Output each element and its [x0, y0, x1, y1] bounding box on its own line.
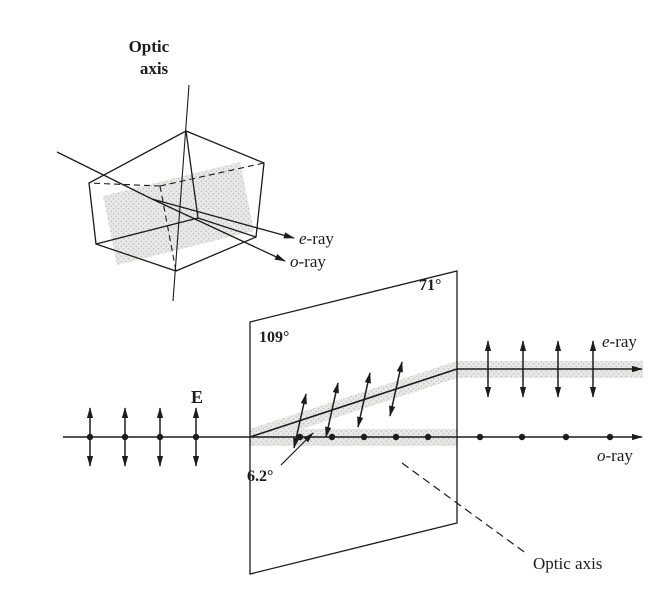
polarization-dot: [518, 433, 526, 441]
polarization-dot: [296, 433, 304, 441]
polarization-arrow: [325, 382, 339, 438]
angle-71-label: 71°: [419, 277, 441, 294]
slab-figure-labels: 109° 71° E 6.2° e-ray o-ray Optic axis: [191, 277, 637, 573]
o-ray-label: o-ray: [597, 446, 633, 465]
optic-axis-line: [172, 84, 190, 302]
optic-axis-label: Optic axis: [533, 554, 602, 573]
optic-axis-label: Optic axis: [129, 37, 174, 78]
crystal-figure-labels: Optic axis e-ray o-ray: [129, 37, 335, 271]
polarization-dot: [424, 433, 432, 441]
polarization-dot: [360, 433, 368, 441]
crystal-hidden-edges: [88, 162, 265, 272]
angle-109-label: 109°: [259, 329, 289, 346]
e-ray-label: e-ray: [602, 332, 637, 351]
polarization-dot: [476, 433, 484, 441]
polarization-arrow: [293, 393, 307, 449]
crystal-front-edges: [95, 130, 257, 245]
slab-figure: [63, 270, 643, 575]
principal-section-shading: [103, 162, 254, 265]
polarization-dot: [86, 433, 94, 441]
e-ray-internal-line: [249, 368, 458, 438]
polarization-dot: [192, 433, 200, 441]
polarization-arrow: [357, 372, 371, 428]
o-ray-top-arrow: [151, 198, 286, 262]
optic-axis-dashed-line: [401, 462, 528, 555]
calcite-crystal-figure: [56, 84, 295, 302]
polarization-dot: [156, 433, 164, 441]
e-field-label: E: [191, 387, 203, 407]
polarization-dot: [121, 433, 129, 441]
e-ray-external-polarization-arrows: [484, 340, 597, 398]
polarization-dots: [86, 433, 614, 441]
walkoff-pointer-arrow: [280, 432, 314, 466]
polarization-dot: [328, 433, 336, 441]
walkoff-angle-label: 6.2°: [247, 468, 273, 485]
incident-ray: [56, 151, 153, 200]
polarization-arrow: [389, 361, 403, 417]
e-ray-internal-polarization-arrows: [293, 361, 403, 449]
polarization-dot: [606, 433, 614, 441]
polarization-dot: [562, 433, 570, 441]
slab-outline: [249, 270, 458, 575]
e-ray-label: e-ray: [299, 229, 334, 248]
polarization-dot: [392, 433, 400, 441]
o-ray-label: o-ray: [290, 252, 326, 271]
e-ray-top-arrow: [151, 198, 295, 239]
